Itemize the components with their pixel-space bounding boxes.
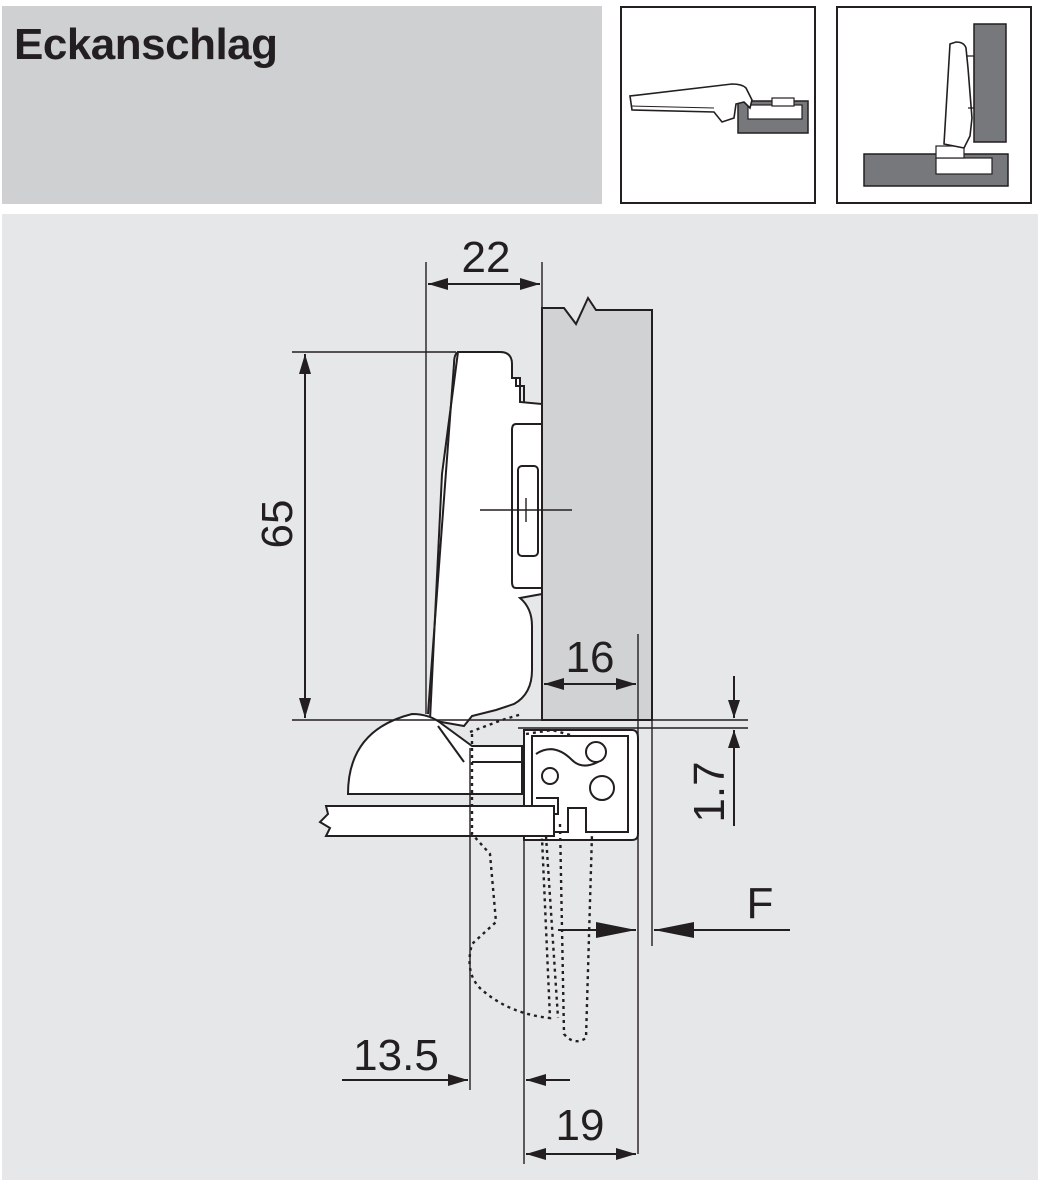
dim-65-label: 65 — [253, 500, 302, 549]
hinge-technical-drawing: 22 65 16 1.7 F 13.5 — [2, 214, 1038, 1180]
dim-19-label: 19 — [556, 1101, 605, 1150]
dim-16-label: 16 — [566, 633, 615, 682]
dim-f-label: F — [747, 879, 774, 928]
hinge-arm — [428, 351, 543, 728]
hinge-cup-boss — [346, 712, 523, 795]
open-hinge-thumbnail — [620, 6, 816, 204]
door-panel — [318, 805, 555, 837]
closed-hinge-thumbnail — [836, 6, 1032, 204]
dim-13-5-label: 13.5 — [353, 1031, 439, 1080]
dim-22-label: 22 — [462, 233, 511, 282]
header-panel: Eckanschlag — [2, 6, 602, 204]
page-title: Eckanschlag — [14, 20, 278, 69]
closed-hinge-icon — [863, 23, 1009, 187]
dim-1-7-label: 1.7 — [685, 761, 734, 822]
open-hinge-icon — [629, 83, 809, 134]
